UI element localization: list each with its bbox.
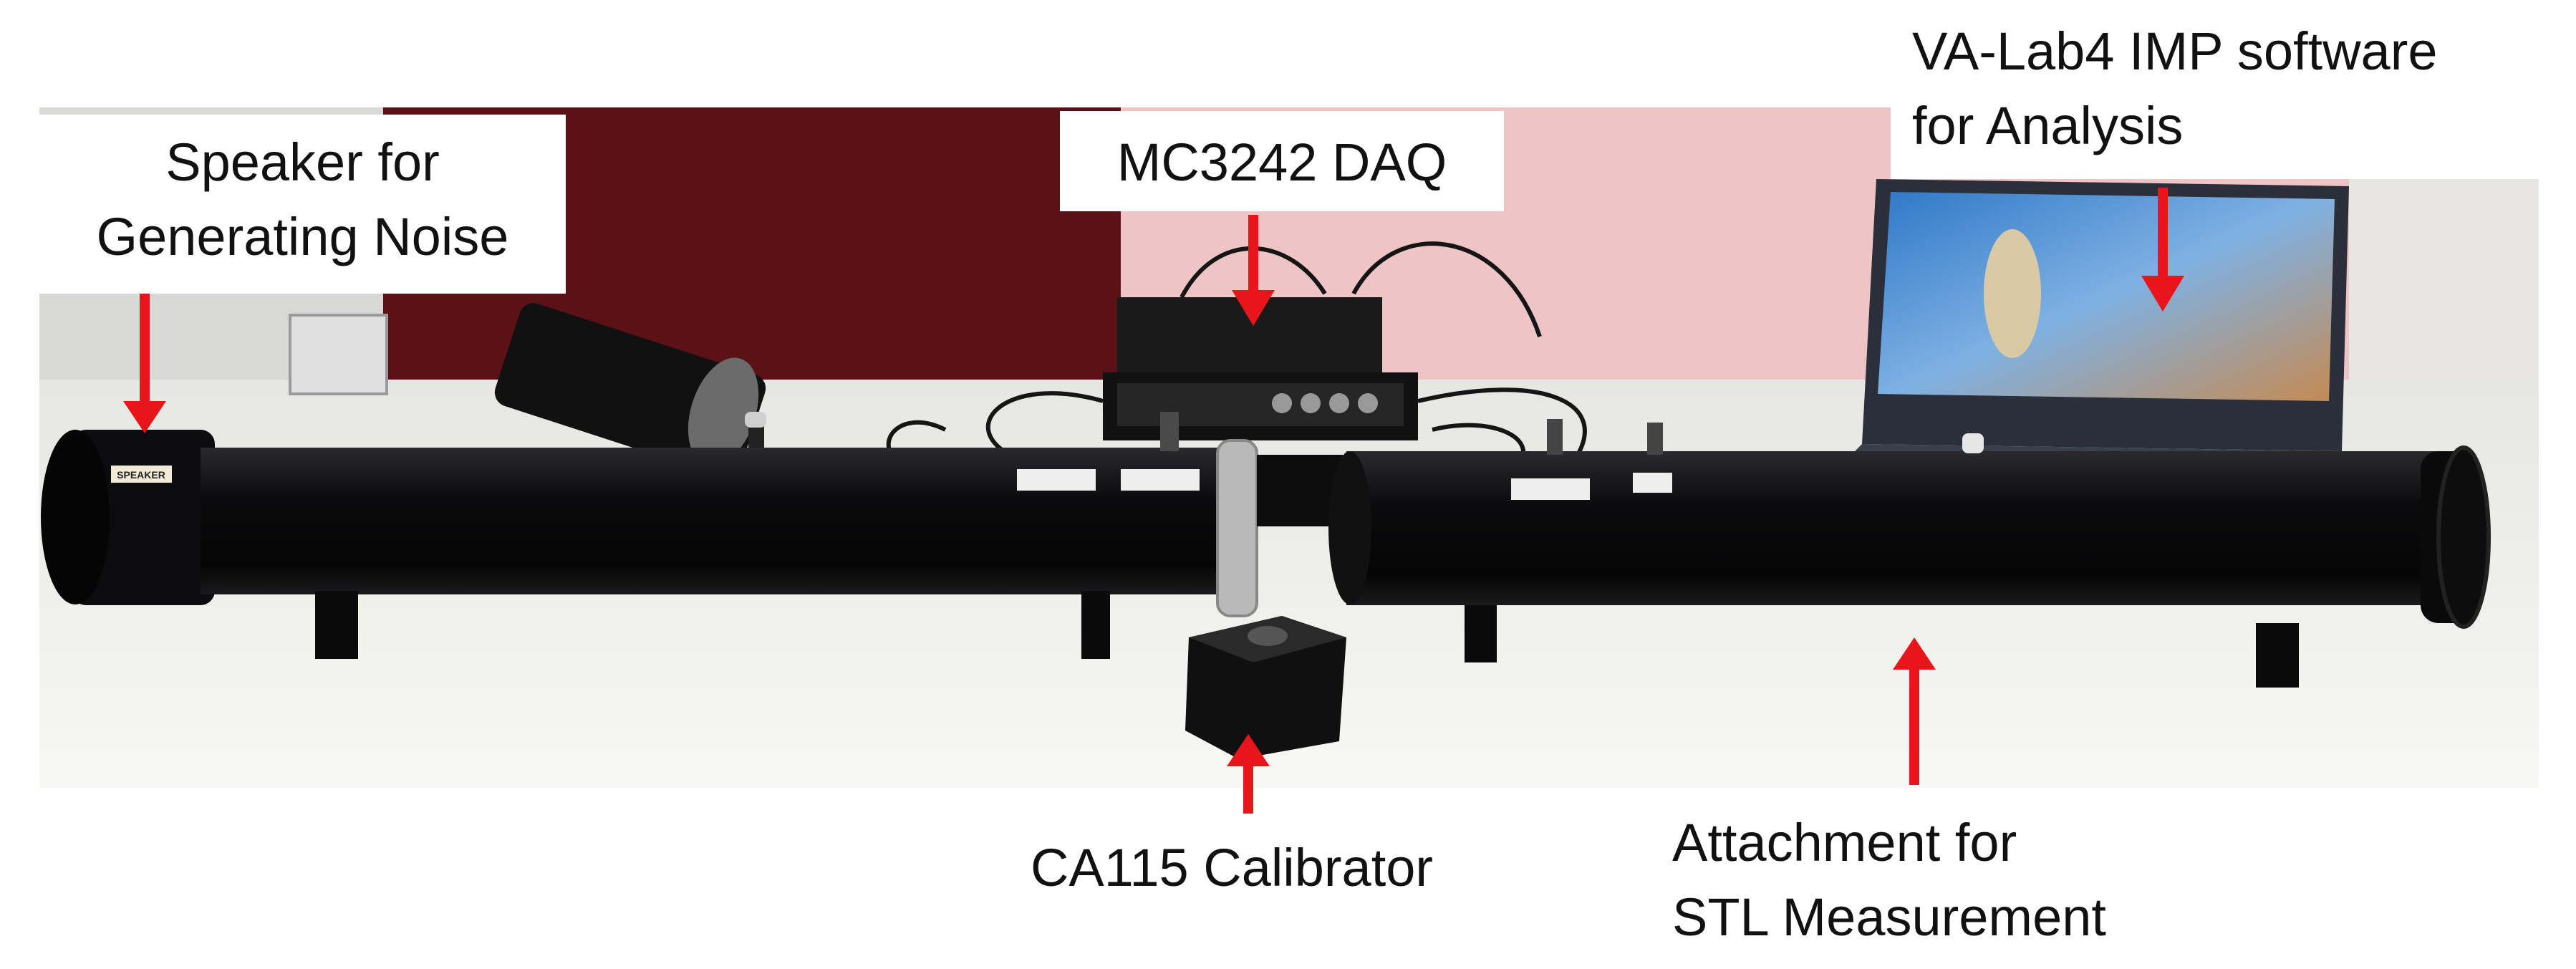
daq-unit (1103, 297, 1418, 440)
storage-box (289, 314, 388, 395)
calibrator-device (1185, 616, 1346, 759)
software-label-line2: for Analysis (1912, 96, 2184, 155)
coupling (1216, 439, 1343, 617)
arrow-speaker (123, 294, 166, 433)
tube-left: SPEAKER (41, 412, 1225, 659)
speaker-label-line1: Speaker for (165, 132, 440, 192)
speaker-label: Speaker for Generating Noise (39, 115, 566, 294)
spare-tube (494, 303, 766, 478)
arrows (123, 188, 2184, 814)
speaker-tag-text: SPEAKER (117, 469, 165, 481)
laptop (1841, 179, 2378, 473)
daq-label-text: MC3242 DAQ (1116, 132, 1447, 192)
arrow-attachment (1893, 637, 1936, 785)
daq-label: MC3242 DAQ (1060, 111, 1504, 211)
arrow-daq (1232, 215, 1275, 326)
speaker-label-line2: Generating Noise (96, 207, 509, 266)
tube-right (1328, 419, 2491, 688)
arrow-software (2141, 188, 2184, 312)
arrow-calibrator (1227, 734, 1270, 814)
software-label: VA-Lab4 IMP software for Analysis (1891, 14, 2576, 179)
calibrator-label: CA115 Calibrator (995, 831, 1468, 924)
speaker-tag (111, 466, 172, 483)
software-label-line1: VA-Lab4 IMP software (1912, 21, 2438, 81)
attachment-label-line2: STL Measurement (1672, 887, 2106, 947)
calibrator-label-text: CA115 Calibrator (1030, 838, 1434, 897)
attachment-label-line1: Attachment for (1672, 813, 2017, 872)
attachment-label: Attachment for STL Measurement (1672, 806, 2245, 963)
